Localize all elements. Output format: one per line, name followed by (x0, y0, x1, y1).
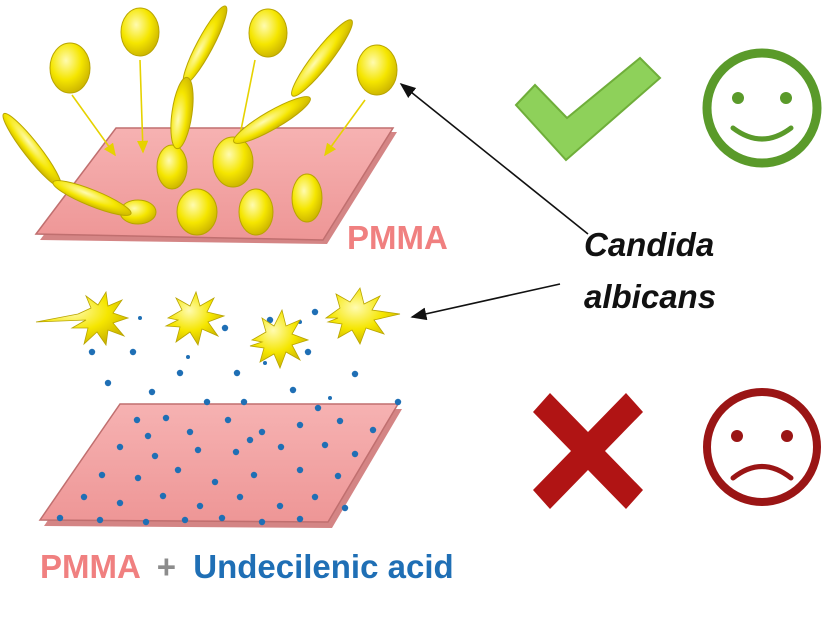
damaged-cell (324, 287, 401, 345)
attachment-arrows (71, 59, 366, 157)
damaged-cell (249, 308, 310, 370)
bottom-pmma-label: PMMA (40, 548, 140, 585)
yeast-cell (248, 8, 288, 58)
yeast-cell (212, 136, 254, 188)
hypha (182, 5, 228, 85)
yeast-cell (176, 188, 218, 236)
happy-face-icon (702, 48, 822, 168)
damaged-cell (164, 290, 226, 347)
hypha (233, 96, 311, 144)
cross-mark-icon (533, 393, 643, 509)
callout-arrows (399, 82, 589, 321)
plus-sign: + (157, 548, 176, 585)
yeast-cell (238, 188, 274, 236)
bottom-composition-label: PMMA + Undecilenic acid (40, 548, 454, 585)
candida-hyphae (2, 5, 353, 216)
yeast-cell (291, 173, 323, 223)
yeast-cell (356, 44, 398, 96)
top-pmma-label: PMMA (347, 219, 448, 256)
check-mark-icon (514, 56, 662, 162)
yeast-cell (156, 144, 188, 190)
damaged-candida-cells (35, 287, 401, 370)
hypha (291, 19, 353, 97)
hypha (170, 76, 194, 150)
hypha (52, 180, 132, 216)
yeast-cell (120, 7, 160, 57)
yeast-cell (49, 42, 91, 94)
top-pmma-slab (34, 127, 397, 244)
undecylenic-acid-dots (56, 308, 402, 526)
additive-label: Undecilenic acid (193, 548, 453, 585)
sad-face-icon (703, 388, 821, 506)
candida-yeast-cells (49, 7, 398, 236)
organism-label-line1: Candida (584, 226, 714, 263)
damaged-cell (35, 290, 130, 347)
hypha (2, 112, 62, 188)
organism-label-line2: albicans (584, 278, 716, 315)
